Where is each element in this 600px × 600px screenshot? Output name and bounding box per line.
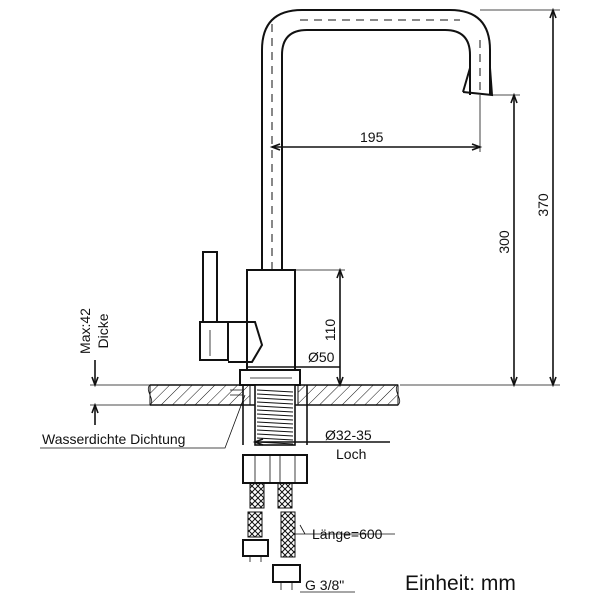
thread-line	[256, 417, 294, 421]
thread-line	[256, 437, 294, 441]
reach-label: 195	[360, 129, 384, 145]
body-height-label: 110	[322, 319, 338, 342]
hole-diameter-label: Ø32-35	[325, 427, 372, 443]
hose-length-label: Länge=600	[312, 526, 383, 542]
unit-label: Einheit: mm	[405, 572, 516, 595]
countertop	[147, 384, 401, 406]
seal-label: Wasserdichte Dichtung	[42, 431, 185, 447]
hole-label: Loch	[336, 446, 366, 462]
thread-line	[256, 413, 294, 417]
total-height-label: 370	[535, 193, 551, 217]
thread-line	[256, 401, 294, 405]
max-thickness-label: Max:42	[77, 308, 93, 354]
thread-line	[256, 421, 294, 425]
thickness-label: Dicke	[95, 313, 111, 348]
spout-height-label: 300	[496, 230, 512, 254]
threaded-shank	[230, 384, 308, 446]
faucet-body	[239, 269, 301, 386]
thread-line	[256, 405, 294, 409]
thread-line	[256, 425, 294, 429]
thread-line	[256, 397, 294, 401]
lever-handle	[199, 251, 264, 363]
thread-line	[256, 429, 294, 433]
thread-line	[256, 433, 294, 437]
supply-hoses	[242, 482, 301, 590]
thread-label: G 3/8"	[305, 577, 344, 593]
thread-line	[256, 389, 294, 393]
thread-line	[256, 393, 294, 397]
body-diameter-label: Ø50	[308, 349, 335, 365]
dimension-lines	[40, 7, 560, 593]
thread-line	[256, 409, 294, 413]
mounting-nut	[242, 454, 308, 484]
